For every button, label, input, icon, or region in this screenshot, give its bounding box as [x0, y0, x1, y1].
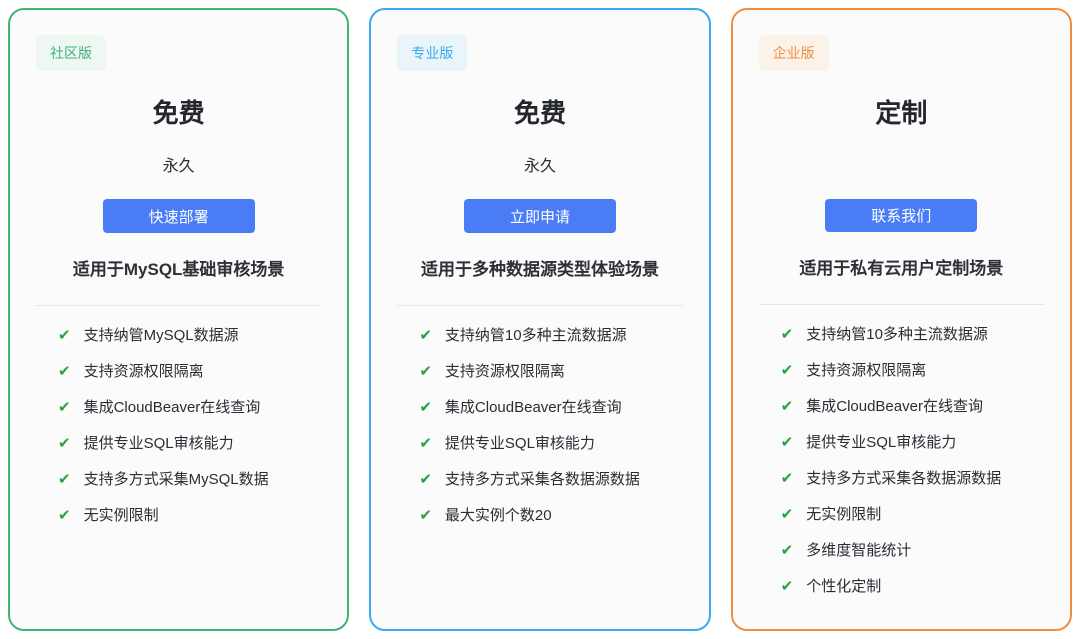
divider: [36, 305, 322, 306]
feature-text: 支持资源权限隔离: [806, 362, 927, 379]
plan-price: 免费: [513, 98, 566, 128]
check-icon: ✔: [780, 542, 794, 559]
feature-item: ✔ 个性化定制: [781, 569, 1044, 605]
check-icon: ✔: [419, 327, 432, 344]
feature-text: 支持纳管MySQL数据源: [83, 327, 239, 344]
plan-description: 适用于私有云用户定制场景: [799, 259, 1004, 278]
check-icon: ✔: [419, 471, 432, 488]
feature-text: 无实例限制: [83, 507, 159, 524]
check-icon: ✔: [780, 506, 794, 523]
plan-duration: 永久: [162, 158, 195, 175]
feature-text: 支持多方式采集各数据源数据: [806, 470, 1002, 487]
feature-item: ✔ 支持资源权限隔离: [419, 354, 682, 390]
feature-item: ✔ 支持资源权限隔离: [58, 354, 321, 390]
feature-text: 支持多方式采集MySQL数据: [83, 471, 269, 488]
feature-text: 提供专业SQL审核能力: [83, 435, 234, 452]
feature-text: 无实例限制: [806, 506, 882, 523]
check-icon: ✔: [780, 326, 794, 343]
check-icon: ✔: [419, 363, 432, 380]
plan-badge: 社区版: [36, 35, 106, 71]
feature-item: ✔ 支持资源权限隔离: [781, 353, 1044, 389]
feature-item: ✔ 集成CloudBeaver在线查询: [781, 389, 1044, 425]
feature-item: ✔ 提供专业SQL审核能力: [781, 425, 1044, 461]
check-icon: ✔: [58, 435, 71, 452]
feature-item: ✔ 无实例限制: [781, 497, 1044, 533]
feature-text: 提供专业SQL审核能力: [806, 434, 957, 451]
feature-text: 集成CloudBeaver在线查询: [444, 399, 622, 416]
check-icon: ✔: [780, 398, 794, 415]
contact-us-button[interactable]: 联系我们: [825, 199, 978, 232]
feature-text: 最大实例个数20: [444, 507, 552, 524]
feature-item: ✔ 支持纳管10多种主流数据源: [781, 317, 1044, 353]
apply-now-button[interactable]: 立即申请: [463, 199, 616, 233]
feature-item: ✔ 支持纳管10多种主流数据源: [419, 318, 682, 354]
check-icon: ✔: [419, 507, 432, 524]
plan-badge: 专业版: [397, 35, 468, 71]
feature-item: ✔ 无实例限制: [58, 498, 321, 534]
check-icon: ✔: [780, 434, 794, 451]
check-icon: ✔: [58, 399, 71, 416]
feature-item: ✔ 支持多方式采集各数据源数据: [781, 461, 1044, 497]
feature-item: ✔ 集成CloudBeaver在线查询: [58, 390, 321, 426]
feature-text: 提供专业SQL审核能力: [444, 435, 595, 452]
feature-text: 集成CloudBeaver在线查询: [806, 398, 983, 415]
feature-text: 集成CloudBeaver在线查询: [83, 399, 261, 416]
feature-text: 支持资源权限隔离: [444, 363, 565, 380]
check-icon: ✔: [58, 327, 71, 344]
feature-item: ✔ 集成CloudBeaver在线查询: [419, 390, 682, 426]
feature-item: ✔ 多维度智能统计: [781, 533, 1044, 569]
check-icon: ✔: [58, 471, 71, 488]
feature-list: ✔ 支持纳管10多种主流数据源 ✔ 支持资源权限隔离 ✔ 集成CloudBeaver在…: [397, 318, 682, 534]
feature-text: 个性化定制: [806, 578, 882, 595]
plan-duration: [759, 157, 1044, 177]
feature-text: 支持纳管10多种主流数据源: [444, 327, 627, 344]
feature-list: ✔ 支持纳管MySQL数据源 ✔ 支持资源权限隔离 ✔ 集成CloudBeaver在线…: [36, 318, 321, 534]
feature-item: ✔ 提供专业SQL审核能力: [58, 426, 321, 462]
plan-description: 适用于MySQL基础审核场景: [72, 260, 285, 279]
feature-list: ✔ 支持纳管10多种主流数据源 ✔ 支持资源权限隔离 ✔ 集成CloudBeaver在…: [759, 317, 1044, 605]
feature-item: ✔ 支持纳管MySQL数据源: [58, 318, 321, 354]
check-icon: ✔: [58, 507, 71, 524]
feature-item: ✔ 提供专业SQL审核能力: [419, 426, 682, 462]
pricing-card-enterprise: 企业版 定制 联系我们 适用于私有云用户定制场景 ✔ 支持纳管10多种主流数据源 …: [730, 8, 1072, 631]
feature-text: 支持多方式采集各数据源数据: [444, 471, 640, 488]
feature-text: 支持纳管10多种主流数据源: [806, 326, 988, 343]
check-icon: ✔: [419, 435, 432, 452]
feature-text: 多维度智能统计: [806, 542, 912, 559]
pricing-card-community: 社区版 免费 永久 快速部署 适用于MySQL基础审核场景 ✔ 支持纳管MySQL…: [8, 8, 350, 631]
feature-item: ✔ 最大实例个数20: [419, 498, 682, 534]
plan-description: 适用于多种数据源类型体验场景: [420, 260, 659, 279]
pricing-card-professional: 专业版 免费 永久 立即申请 适用于多种数据源类型体验场景 ✔ 支持纳管10多种主…: [369, 8, 711, 631]
divider: [758, 304, 1044, 305]
divider: [397, 305, 683, 306]
quick-deploy-button[interactable]: 快速部署: [102, 199, 255, 233]
check-icon: ✔: [780, 578, 794, 595]
plan-duration: 永久: [523, 158, 556, 175]
plan-badge: 企业版: [758, 35, 829, 71]
feature-item: ✔ 支持多方式采集各数据源数据: [419, 462, 682, 498]
plan-price: 定制: [875, 98, 928, 128]
feature-item: ✔ 支持多方式采集MySQL数据: [58, 462, 321, 498]
check-icon: ✔: [419, 399, 432, 416]
plan-price: 免费: [152, 98, 205, 128]
check-icon: ✔: [780, 470, 794, 487]
check-icon: ✔: [780, 362, 794, 379]
check-icon: ✔: [58, 363, 71, 380]
feature-text: 支持资源权限隔离: [83, 363, 204, 380]
